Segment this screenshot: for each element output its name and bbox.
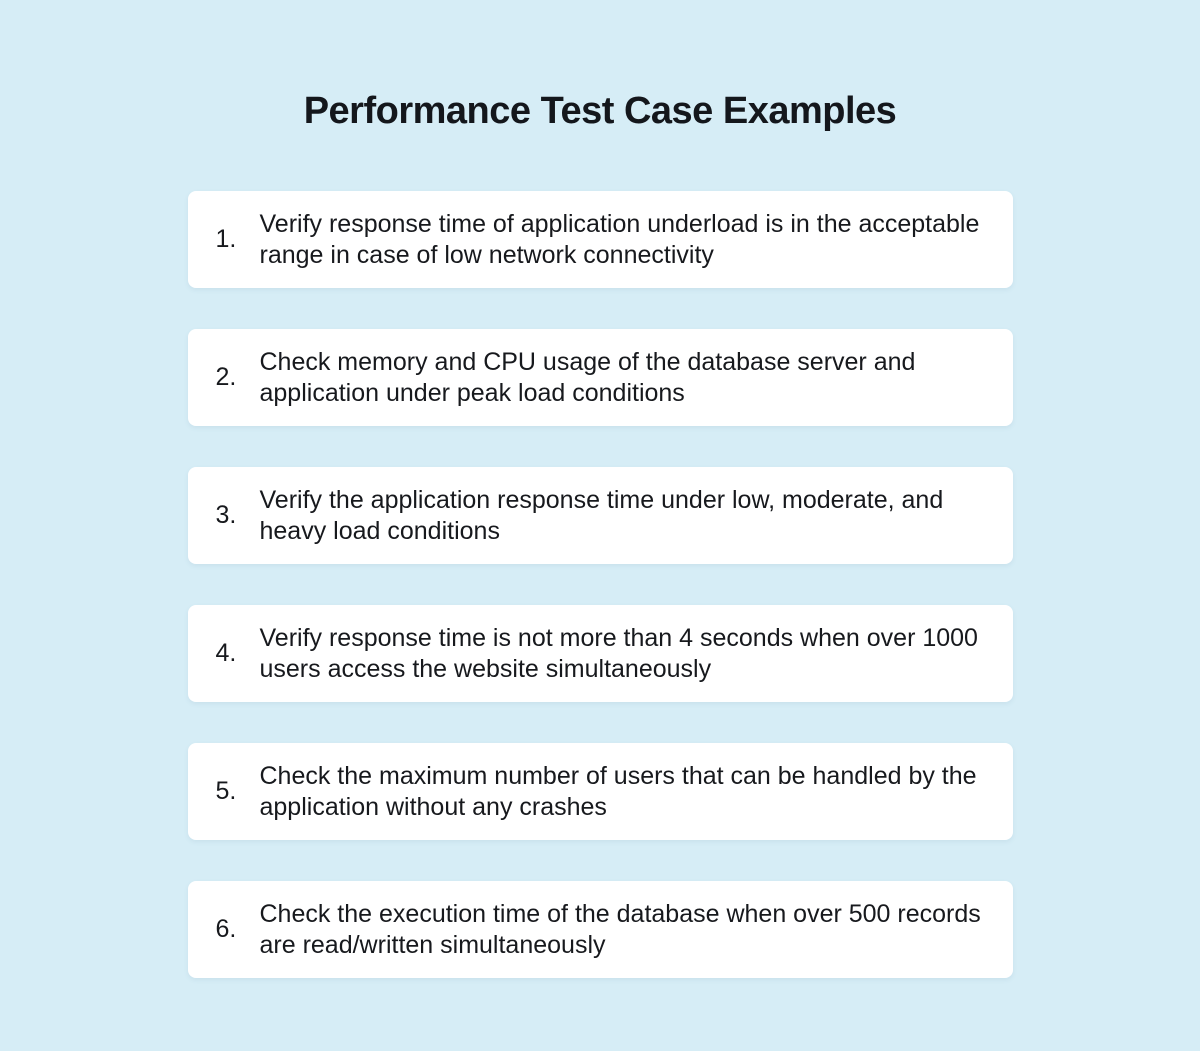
test-case-number: 6. — [215, 915, 237, 944]
test-case-card-2: 2. Check memory and CPU usage of the dat… — [187, 329, 1013, 427]
test-case-card-3: 3. Verify the application response time … — [187, 467, 1013, 565]
test-case-list: 1. Verify response time of application u… — [187, 191, 1013, 979]
page-title: Performance Test Case Examples — [303, 90, 897, 132]
test-case-number: 2. — [215, 363, 237, 392]
test-case-number: 5. — [215, 777, 237, 806]
test-case-text: Verify response time is not more than 4 … — [259, 623, 978, 683]
test-case-card-6: 6. Check the execution time of the datab… — [187, 881, 1013, 979]
test-case-text: Verify the application response time und… — [259, 485, 944, 545]
test-case-text: Check the maximum number of users that c… — [259, 761, 977, 821]
test-case-text: Check the execution time of the database… — [259, 899, 981, 959]
test-case-card-4: 4. Verify response time is not more than… — [187, 605, 1013, 703]
test-case-card-5: 5. Check the maximum number of users tha… — [187, 743, 1013, 841]
test-case-number: 1. — [215, 225, 237, 254]
test-case-card-1: 1. Verify response time of application u… — [187, 191, 1013, 289]
test-case-text: Check memory and CPU usage of the databa… — [259, 347, 916, 407]
test-case-number: 3. — [215, 501, 237, 530]
test-case-number: 4. — [215, 639, 237, 668]
test-case-text: Verify response time of application unde… — [259, 209, 980, 269]
